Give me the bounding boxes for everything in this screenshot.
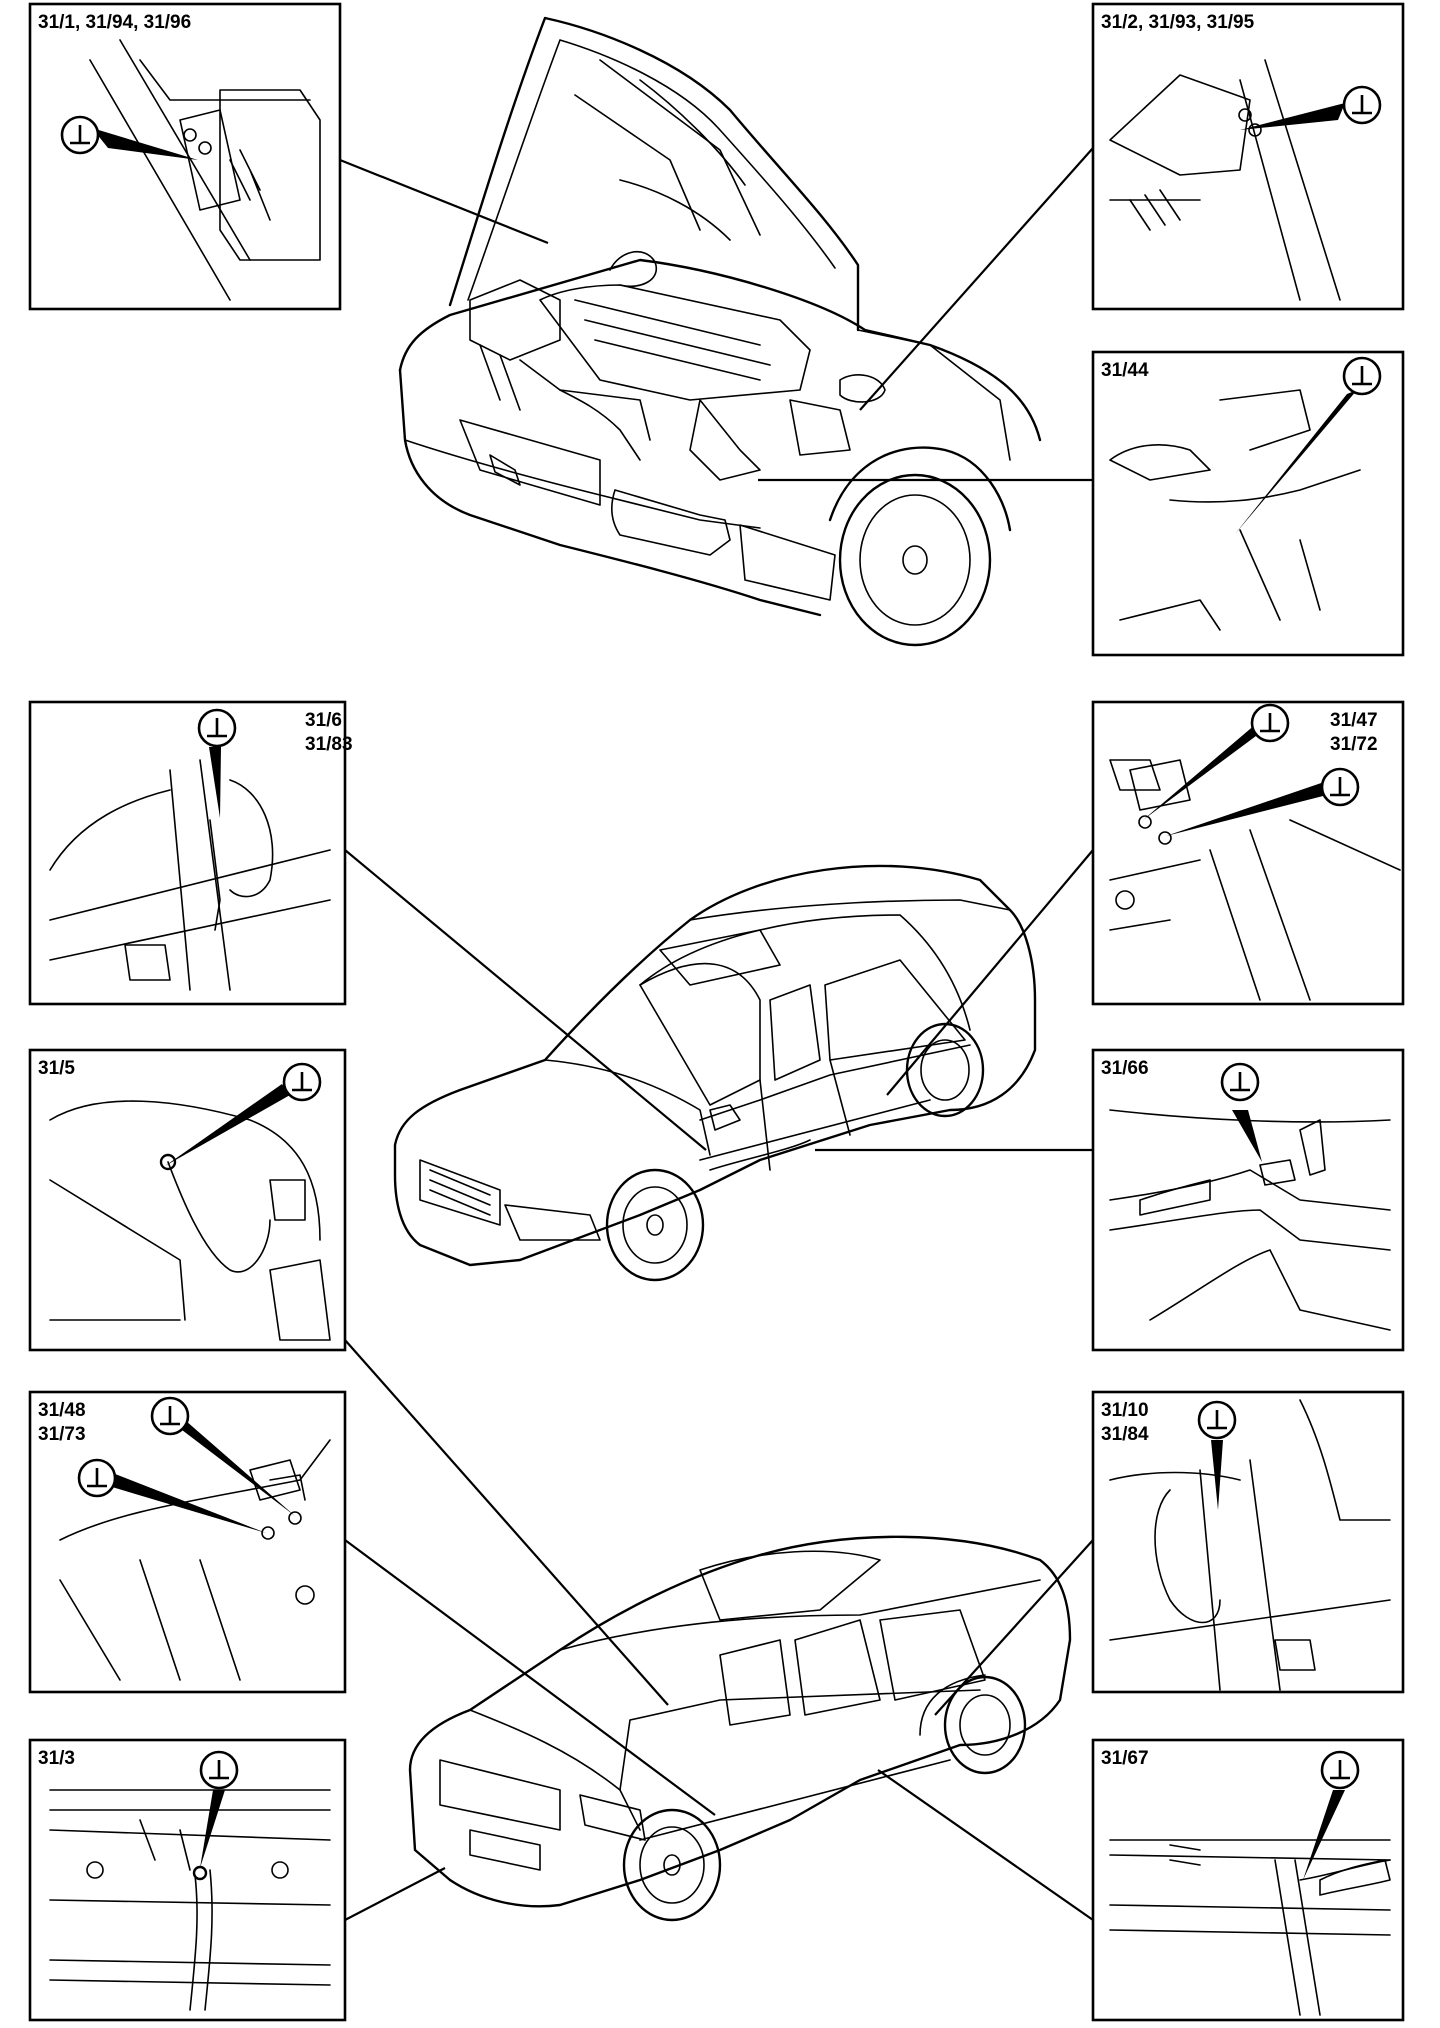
- detail-panel-p9: 31/10 31/84: [1091, 1390, 1405, 1694]
- panel-p3-label: 31/44: [1101, 360, 1149, 381]
- detail-panel-p4: 31/6 31/83: [28, 700, 353, 1006]
- panel-p9-label-2: 31/84: [1101, 1424, 1149, 1445]
- detail-panel-p3: 31/44: [1091, 350, 1405, 657]
- panel-p5-label-2: 31/72: [1330, 734, 1378, 755]
- ground-symbol-icon: [1197, 1400, 1237, 1440]
- panel-p6-label: 31/5: [38, 1058, 75, 1079]
- panel-p8-label-2: 31/73: [38, 1424, 86, 1445]
- detail-panel-p7: 31/66: [1091, 1048, 1405, 1352]
- panel-p10-label: 31/3: [38, 1748, 75, 1769]
- ground-symbol-icon: [150, 1396, 190, 1436]
- leader-lines: [339, 147, 1094, 1921]
- detail-panel-p10: 31/3: [28, 1738, 347, 2022]
- ground-symbol-icon: [1320, 767, 1360, 807]
- panel-p7-label: 31/66: [1101, 1058, 1149, 1079]
- panel-p11-label: 31/67: [1101, 1748, 1149, 1769]
- panel-p4-label-1: 31/6: [305, 710, 342, 731]
- ground-symbol-icon: [199, 1750, 239, 1790]
- panel-p9-label-1: 31/10: [1101, 1400, 1149, 1421]
- side-front-car-illustration: [393, 864, 1037, 1282]
- detail-panel-p1: 31/1, 31/94, 31/96: [28, 2, 342, 311]
- panel-p4-label-2: 31/83: [305, 734, 353, 755]
- detail-panel-p6: 31/5: [28, 1048, 347, 1352]
- engine-bay-car-illustration: [398, 16, 1042, 647]
- ground-symbol-icon: [282, 1062, 322, 1102]
- detail-panel-p8: 31/48 31/73: [28, 1390, 347, 1694]
- panel-p2-label: 31/2, 31/93, 31/95: [1101, 12, 1255, 33]
- rear-car-illustration: [408, 1535, 1072, 1922]
- detail-panel-p5: 31/47 31/72: [1091, 700, 1405, 1006]
- ground-symbol-icon: [77, 1458, 117, 1498]
- ground-symbol-icon: [60, 115, 100, 155]
- ground-symbol-icon: [1342, 85, 1382, 125]
- ground-symbol-icon: [1342, 356, 1382, 396]
- ground-symbol-icon: [1320, 1750, 1360, 1790]
- panel-p5-label-1: 31/47: [1330, 710, 1378, 731]
- ground-symbol-icon: [197, 708, 237, 748]
- ground-symbol-icon: [1220, 1062, 1260, 1102]
- ground-symbol-icon: [1250, 703, 1290, 743]
- detail-panel-p2: 31/2, 31/93, 31/95: [1091, 2, 1405, 311]
- panel-p8-label-1: 31/48: [38, 1400, 86, 1421]
- detail-panel-p11: 31/67: [1091, 1738, 1405, 2022]
- panel-p1-label: 31/1, 31/94, 31/96: [38, 12, 191, 33]
